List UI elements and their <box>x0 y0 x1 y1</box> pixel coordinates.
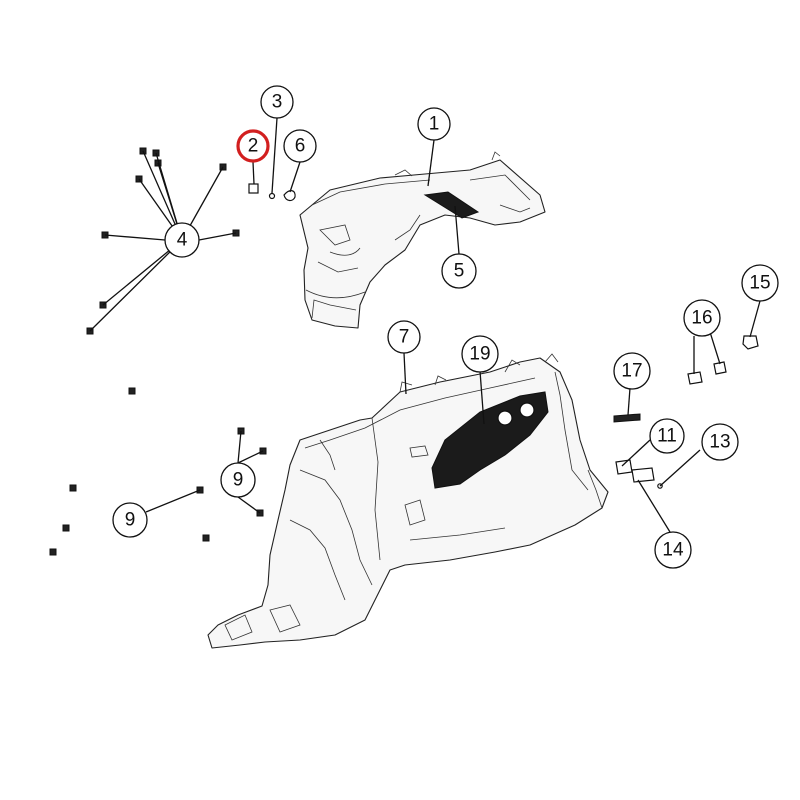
callout-label-7: 7 <box>399 327 410 348</box>
callout-label-1: 1 <box>429 114 440 135</box>
callout-17[interactable]: 17 <box>613 352 651 390</box>
callout-9-lower[interactable]: 9 <box>112 502 148 538</box>
lower-quarter-trim-panel <box>207 353 609 649</box>
callout-label-2: 2 <box>248 136 259 157</box>
callout-15[interactable]: 15 <box>741 264 779 302</box>
callout-label-5: 5 <box>454 261 465 282</box>
small-clips-2-3-6 <box>248 183 296 202</box>
callout-9-upper[interactable]: 9 <box>220 462 256 498</box>
callout-7[interactable]: 7 <box>387 320 421 354</box>
callout-19[interactable]: 19 <box>461 335 499 373</box>
callout-label-6: 6 <box>295 136 306 157</box>
callout-label-15: 15 <box>749 273 770 294</box>
callout-6[interactable]: 6 <box>283 129 317 163</box>
right-side-parts <box>613 335 759 489</box>
callout-label-9-lower: 9 <box>125 510 136 531</box>
callout-label-9-upper: 9 <box>233 470 244 491</box>
callout-label-13: 13 <box>709 432 730 453</box>
callout-label-4: 4 <box>177 230 188 251</box>
callout-4[interactable]: 4 <box>164 222 200 258</box>
upper-quarter-trim-panel <box>299 151 546 329</box>
callout-2[interactable]: 2 <box>236 129 270 163</box>
callout-13[interactable]: 13 <box>701 423 739 461</box>
callout-14[interactable]: 14 <box>654 531 692 569</box>
callout-16[interactable]: 16 <box>683 299 721 337</box>
callout-5[interactable]: 5 <box>441 253 477 289</box>
callout-label-19: 19 <box>469 344 490 365</box>
callout-label-16: 16 <box>691 308 712 329</box>
callout-11[interactable]: 11 <box>649 418 685 454</box>
callout-label-14: 14 <box>662 540 684 561</box>
callout-1[interactable]: 1 <box>417 107 451 141</box>
callout-label-17: 17 <box>621 361 642 382</box>
callout-3[interactable]: 3 <box>260 85 294 119</box>
callout-label-11: 11 <box>657 426 677 447</box>
callout-label-3: 3 <box>272 92 283 113</box>
